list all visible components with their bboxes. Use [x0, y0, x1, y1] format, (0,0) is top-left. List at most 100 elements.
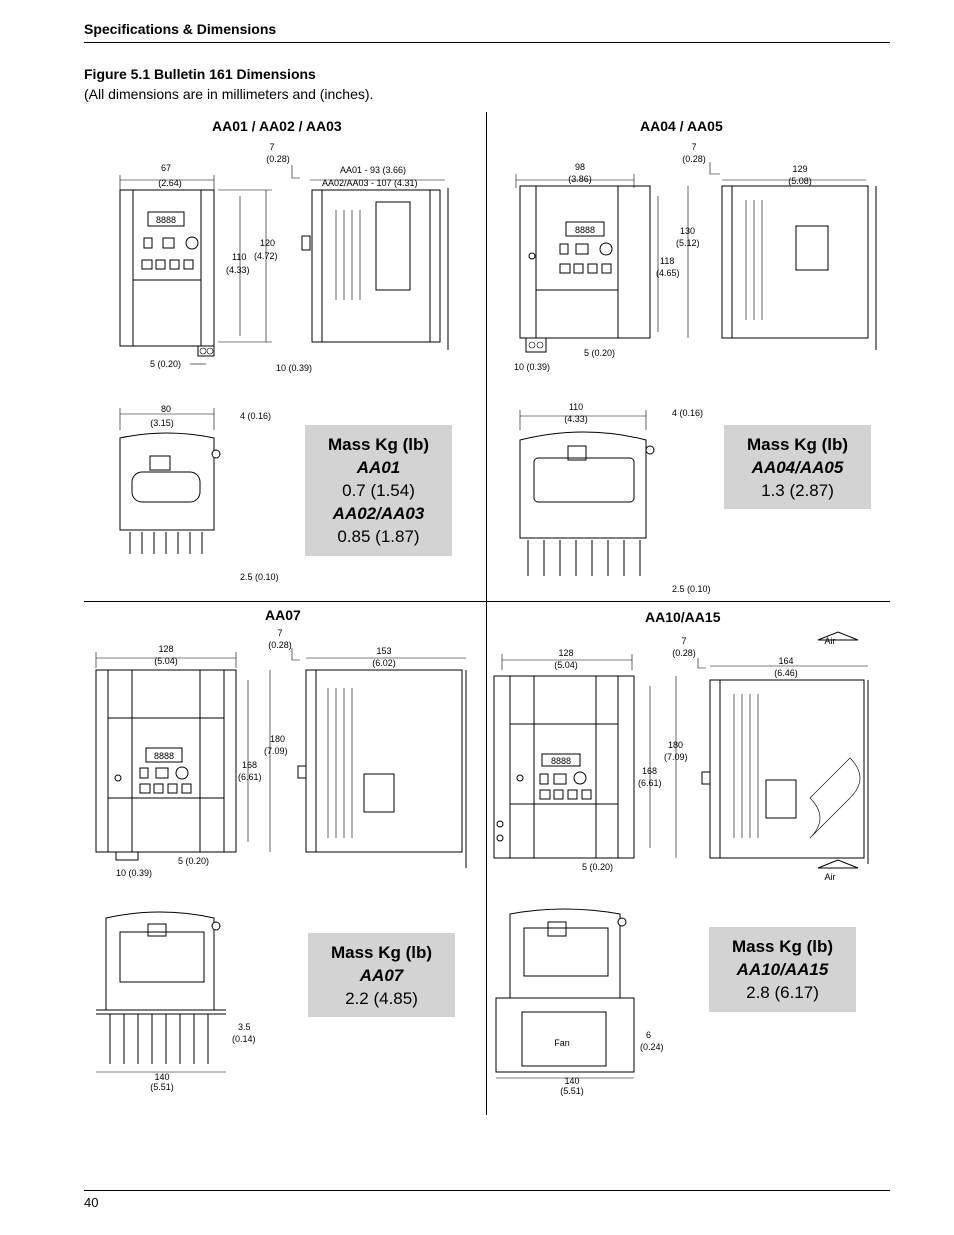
drawing-aa10: 128 (5.04) 7 (0.28) 164 (6.46) Air 8888 …: [493, 631, 869, 1096]
mass-model: AA10/AA15: [736, 960, 829, 979]
dim-width-in: (2.64): [158, 178, 182, 188]
dim-depth-2: AA02/AA03 - 107 (4.31): [322, 178, 418, 188]
display-readout: 8888: [575, 225, 595, 235]
dim-width-in: (5.04): [154, 656, 178, 666]
dim-height-1: 130: [680, 226, 695, 236]
dim-width: 128: [558, 648, 573, 658]
dim-gap: 7: [681, 636, 686, 646]
dim-height-2-in: (6.61): [238, 772, 262, 782]
dim-height-1-in: (7.09): [264, 746, 288, 756]
dim-height-2-in: (4.65): [656, 268, 680, 278]
footer-rule: [84, 1190, 890, 1191]
mass-value: 0.85 (1.87): [337, 527, 420, 546]
dim-foot: 5 (0.20): [178, 856, 209, 866]
panel-divider-vertical: [486, 112, 487, 1115]
dim-bottom-clearance: 2.5 (0.10): [672, 584, 711, 594]
figure-subtitle: (All dimensions are in millimeters and (…: [84, 86, 374, 102]
header-rule: [84, 42, 890, 43]
dim-bottom-width: 110: [569, 402, 583, 412]
panel-divider-horizontal: [84, 601, 890, 602]
mass-box-aa04: Mass Kg (lb) AA04/AA05 1.3 (2.87): [724, 425, 871, 509]
mass-value: 1.3 (2.87): [761, 481, 834, 500]
air-label-bottom: Air: [825, 872, 836, 882]
dim-bottom-gap: 4 (0.16): [240, 411, 271, 421]
mass-heading: Mass Kg (lb): [327, 435, 430, 454]
dim-foot-2: 10 (0.39): [276, 363, 312, 373]
section-header: Specifications & Dimensions: [84, 21, 277, 37]
mass-box-aa01: Mass Kg (lb) AA01 0.7 (1.54) AA02/AA03 0…: [305, 425, 452, 556]
dim-gap-in: (0.28): [268, 640, 292, 650]
drawing-aa01: 67 (2.64) 7 (0.28) AA01 - 93 (3.66) AA02…: [119, 142, 449, 582]
mass-box-aa10: Mass Kg (lb) AA10/AA15 2.8 (6.17): [709, 927, 856, 1012]
dim-bottom-gap: 4 (0.16): [672, 408, 703, 418]
dim-gap-in: (0.28): [682, 154, 706, 164]
dim-bottom-clearance: 2.5 (0.10): [240, 572, 279, 582]
mass-heading: Mass Kg (lb): [746, 435, 849, 454]
dim-height-1: 180: [270, 734, 285, 744]
mass-value: 0.7 (1.54): [342, 481, 415, 500]
dim-height-2: 168: [642, 766, 657, 776]
dim-foot-2: 10 (0.39): [116, 868, 152, 878]
dim-height-1-in: (4.72): [254, 251, 278, 261]
drawing-aa07: 128 (5.04) 7 (0.28) 153 (6.02) 8888 180 …: [95, 628, 467, 1092]
dim-bottom-clearance-in: (0.14): [232, 1034, 256, 1044]
dim-depth-in: (6.46): [774, 668, 798, 678]
dim-height-1-in: (5.12): [676, 238, 700, 248]
mass-model: AA02/AA03: [332, 504, 425, 523]
dim-width-in: (3.86): [568, 174, 592, 184]
dim-width: 67: [161, 163, 171, 173]
dim-height-1: 180: [668, 740, 683, 750]
dim-foot: 5 (0.20): [582, 862, 613, 872]
dim-height-2: 118: [660, 256, 674, 266]
panel-title-aa04: AA04 / AA05: [640, 118, 723, 134]
panel-title-aa07: AA07: [265, 607, 301, 623]
mass-heading: Mass Kg (lb): [731, 937, 834, 956]
dim-bottom-width-in: (3.15): [150, 418, 174, 428]
dim-bottom-clearance: 6: [646, 1030, 651, 1040]
panel-title-aa01: AA01 / AA02 / AA03: [212, 118, 342, 134]
dim-bottom-width: 80: [161, 404, 171, 414]
display-readout: 8888: [551, 756, 571, 766]
fan-label: Fan: [554, 1038, 570, 1048]
mass-model: AA04/AA05: [751, 458, 844, 477]
dim-height-2-in: (6.61): [638, 778, 662, 788]
mass-value: 2.8 (6.17): [746, 983, 819, 1002]
dim-width: 128: [158, 644, 173, 654]
dim-depth-in: (5.08): [788, 176, 812, 186]
drawing-aa04: 98 (3.86) 7 (0.28) 129 (5.08) 8888 130 (…: [514, 142, 877, 594]
dim-depth: 164: [778, 656, 793, 666]
dim-height-1-in: (7.09): [664, 752, 688, 762]
dim-depth-1: AA01 - 93 (3.66): [340, 165, 406, 175]
dim-foot: 5 (0.20): [150, 359, 181, 369]
dim-depth-in: (6.02): [372, 658, 396, 668]
dim-gap: 7: [269, 142, 274, 152]
dim-height-2: 110: [232, 252, 246, 262]
dim-width: 98: [575, 162, 585, 172]
display-readout: 8888: [154, 751, 174, 761]
dim-width-in: (5.04): [554, 660, 578, 670]
dim-depth: 153: [376, 646, 391, 656]
display-readout: 8888: [156, 215, 176, 225]
dim-bottom-width-in: (5.51): [560, 1086, 584, 1096]
mass-value: 2.2 (4.85): [345, 989, 418, 1008]
panel-title-aa10: AA10/AA15: [645, 609, 721, 625]
dim-gap: 7: [691, 142, 696, 152]
figure-title: Figure 5.1 Bulletin 161 Dimensions: [84, 66, 316, 82]
dim-bottom-width-in: (5.51): [150, 1082, 174, 1092]
mass-heading: Mass Kg (lb): [330, 943, 433, 962]
dim-depth: 129: [792, 164, 807, 174]
dim-gap-in: (0.28): [266, 154, 290, 164]
page-number: 40: [84, 1195, 99, 1210]
dim-bottom-clearance-in: (0.24): [640, 1042, 664, 1052]
dim-bottom-width-in: (4.33): [564, 414, 588, 424]
dim-foot: 5 (0.20): [584, 348, 615, 358]
mass-model: AA07: [359, 966, 404, 985]
dim-gap: 7: [277, 628, 282, 638]
mass-box-aa07: Mass Kg (lb) AA07 2.2 (4.85): [308, 933, 455, 1017]
air-label-top: Air: [825, 636, 836, 646]
dim-gap-in: (0.28): [672, 648, 696, 658]
dim-height-1: 120: [260, 238, 275, 248]
dim-bottom-width: 140: [154, 1072, 169, 1082]
dim-bottom-clearance: 3.5: [238, 1022, 251, 1032]
dim-bottom-width: 140: [564, 1076, 579, 1086]
